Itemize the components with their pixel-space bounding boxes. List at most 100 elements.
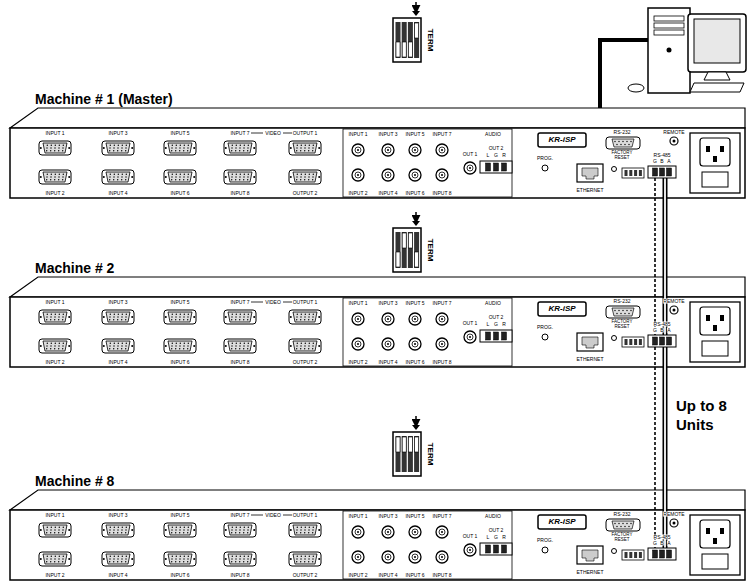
pin — [304, 529, 305, 530]
rca-jack — [464, 331, 476, 343]
pin — [54, 147, 55, 148]
pin — [125, 529, 126, 530]
panel-label: INPUT 1 — [348, 301, 368, 306]
pin — [231, 150, 232, 151]
jack-ring — [409, 551, 421, 563]
panel-label: INPUT 5 — [405, 132, 425, 137]
db15-connector — [164, 339, 196, 353]
pin — [113, 179, 114, 180]
socket — [43, 172, 67, 182]
jack-inner — [439, 147, 445, 153]
reset-button — [612, 549, 617, 554]
panel-label: INPUT 4 — [378, 191, 398, 196]
pin — [114, 527, 115, 528]
term-label: TERM — [426, 29, 434, 52]
shell — [164, 523, 196, 537]
dip-knob — [408, 42, 412, 57]
pin — [172, 343, 173, 344]
pin — [63, 145, 64, 146]
pin — [304, 176, 305, 177]
rs485-wire-inner — [664, 367, 666, 472]
mouse — [628, 84, 644, 92]
socket — [106, 312, 130, 322]
screw — [165, 345, 167, 347]
panel-label: INPUT 8 — [432, 360, 452, 365]
pin — [46, 558, 47, 559]
front-panel — [10, 297, 745, 367]
reset-button — [612, 167, 617, 172]
rca-jack — [409, 144, 421, 156]
jack-ring — [352, 144, 364, 156]
pin — [54, 319, 55, 320]
pin — [626, 310, 627, 311]
panel-label: OUT 1 — [462, 534, 478, 539]
panel-label: B — [660, 159, 664, 164]
terminal-block — [480, 330, 512, 342]
pin — [58, 176, 59, 177]
pin — [235, 529, 236, 530]
screw — [40, 345, 42, 347]
pin — [50, 176, 51, 177]
jack-pin — [469, 167, 471, 169]
rca-jack — [409, 551, 421, 563]
pin — [180, 556, 181, 557]
panel-label: FACTORY RESET — [610, 151, 635, 160]
pin — [187, 147, 188, 148]
pin — [109, 179, 110, 180]
pin — [118, 145, 119, 146]
panel-label: L — [486, 153, 490, 158]
pin — [247, 529, 248, 530]
pin — [243, 345, 244, 346]
rs485-wire-outer — [663, 367, 668, 472]
pin — [624, 144, 625, 145]
pin — [179, 345, 180, 346]
terminal-screw — [486, 163, 491, 171]
screw — [225, 529, 227, 531]
pin — [113, 176, 114, 177]
panel-label: OUT 1 — [462, 152, 478, 157]
small-dip-switch — [634, 552, 637, 558]
pin — [247, 561, 248, 562]
pin — [300, 179, 301, 180]
pin — [184, 556, 185, 557]
panel-label: INPUT 8 — [230, 191, 250, 196]
pin — [47, 527, 48, 528]
pin — [63, 556, 64, 557]
panel-label: INPUT 3 — [378, 301, 398, 306]
jack-ring — [352, 526, 364, 538]
screw — [165, 176, 167, 178]
screw — [131, 345, 133, 347]
dip-slot — [402, 232, 407, 268]
panel-label: OUTPUT 2 — [292, 573, 318, 578]
rca-jack — [436, 144, 448, 156]
pin — [109, 147, 110, 148]
db15-connector — [39, 523, 71, 537]
dip-slot — [408, 232, 413, 268]
screw — [165, 316, 167, 318]
pin — [50, 348, 51, 349]
pin — [110, 556, 111, 557]
socket — [612, 308, 634, 316]
db15-connector — [289, 170, 321, 184]
jack-ring — [409, 526, 421, 538]
pin — [172, 556, 173, 557]
pin — [109, 176, 110, 177]
pin — [125, 319, 126, 320]
pin — [179, 319, 180, 320]
screw — [225, 316, 227, 318]
audio-section — [343, 129, 512, 197]
rj45-notch — [582, 550, 598, 561]
pin — [63, 174, 64, 175]
pin — [187, 345, 188, 346]
pin — [248, 527, 249, 528]
pin — [239, 179, 240, 180]
pin — [50, 147, 51, 148]
pin — [300, 348, 301, 349]
pin — [176, 527, 177, 528]
panel-label: INPUT 2 — [45, 191, 65, 196]
power-pin — [720, 315, 724, 321]
pin — [50, 345, 51, 346]
pin — [187, 558, 188, 559]
rca-jack — [409, 169, 421, 181]
